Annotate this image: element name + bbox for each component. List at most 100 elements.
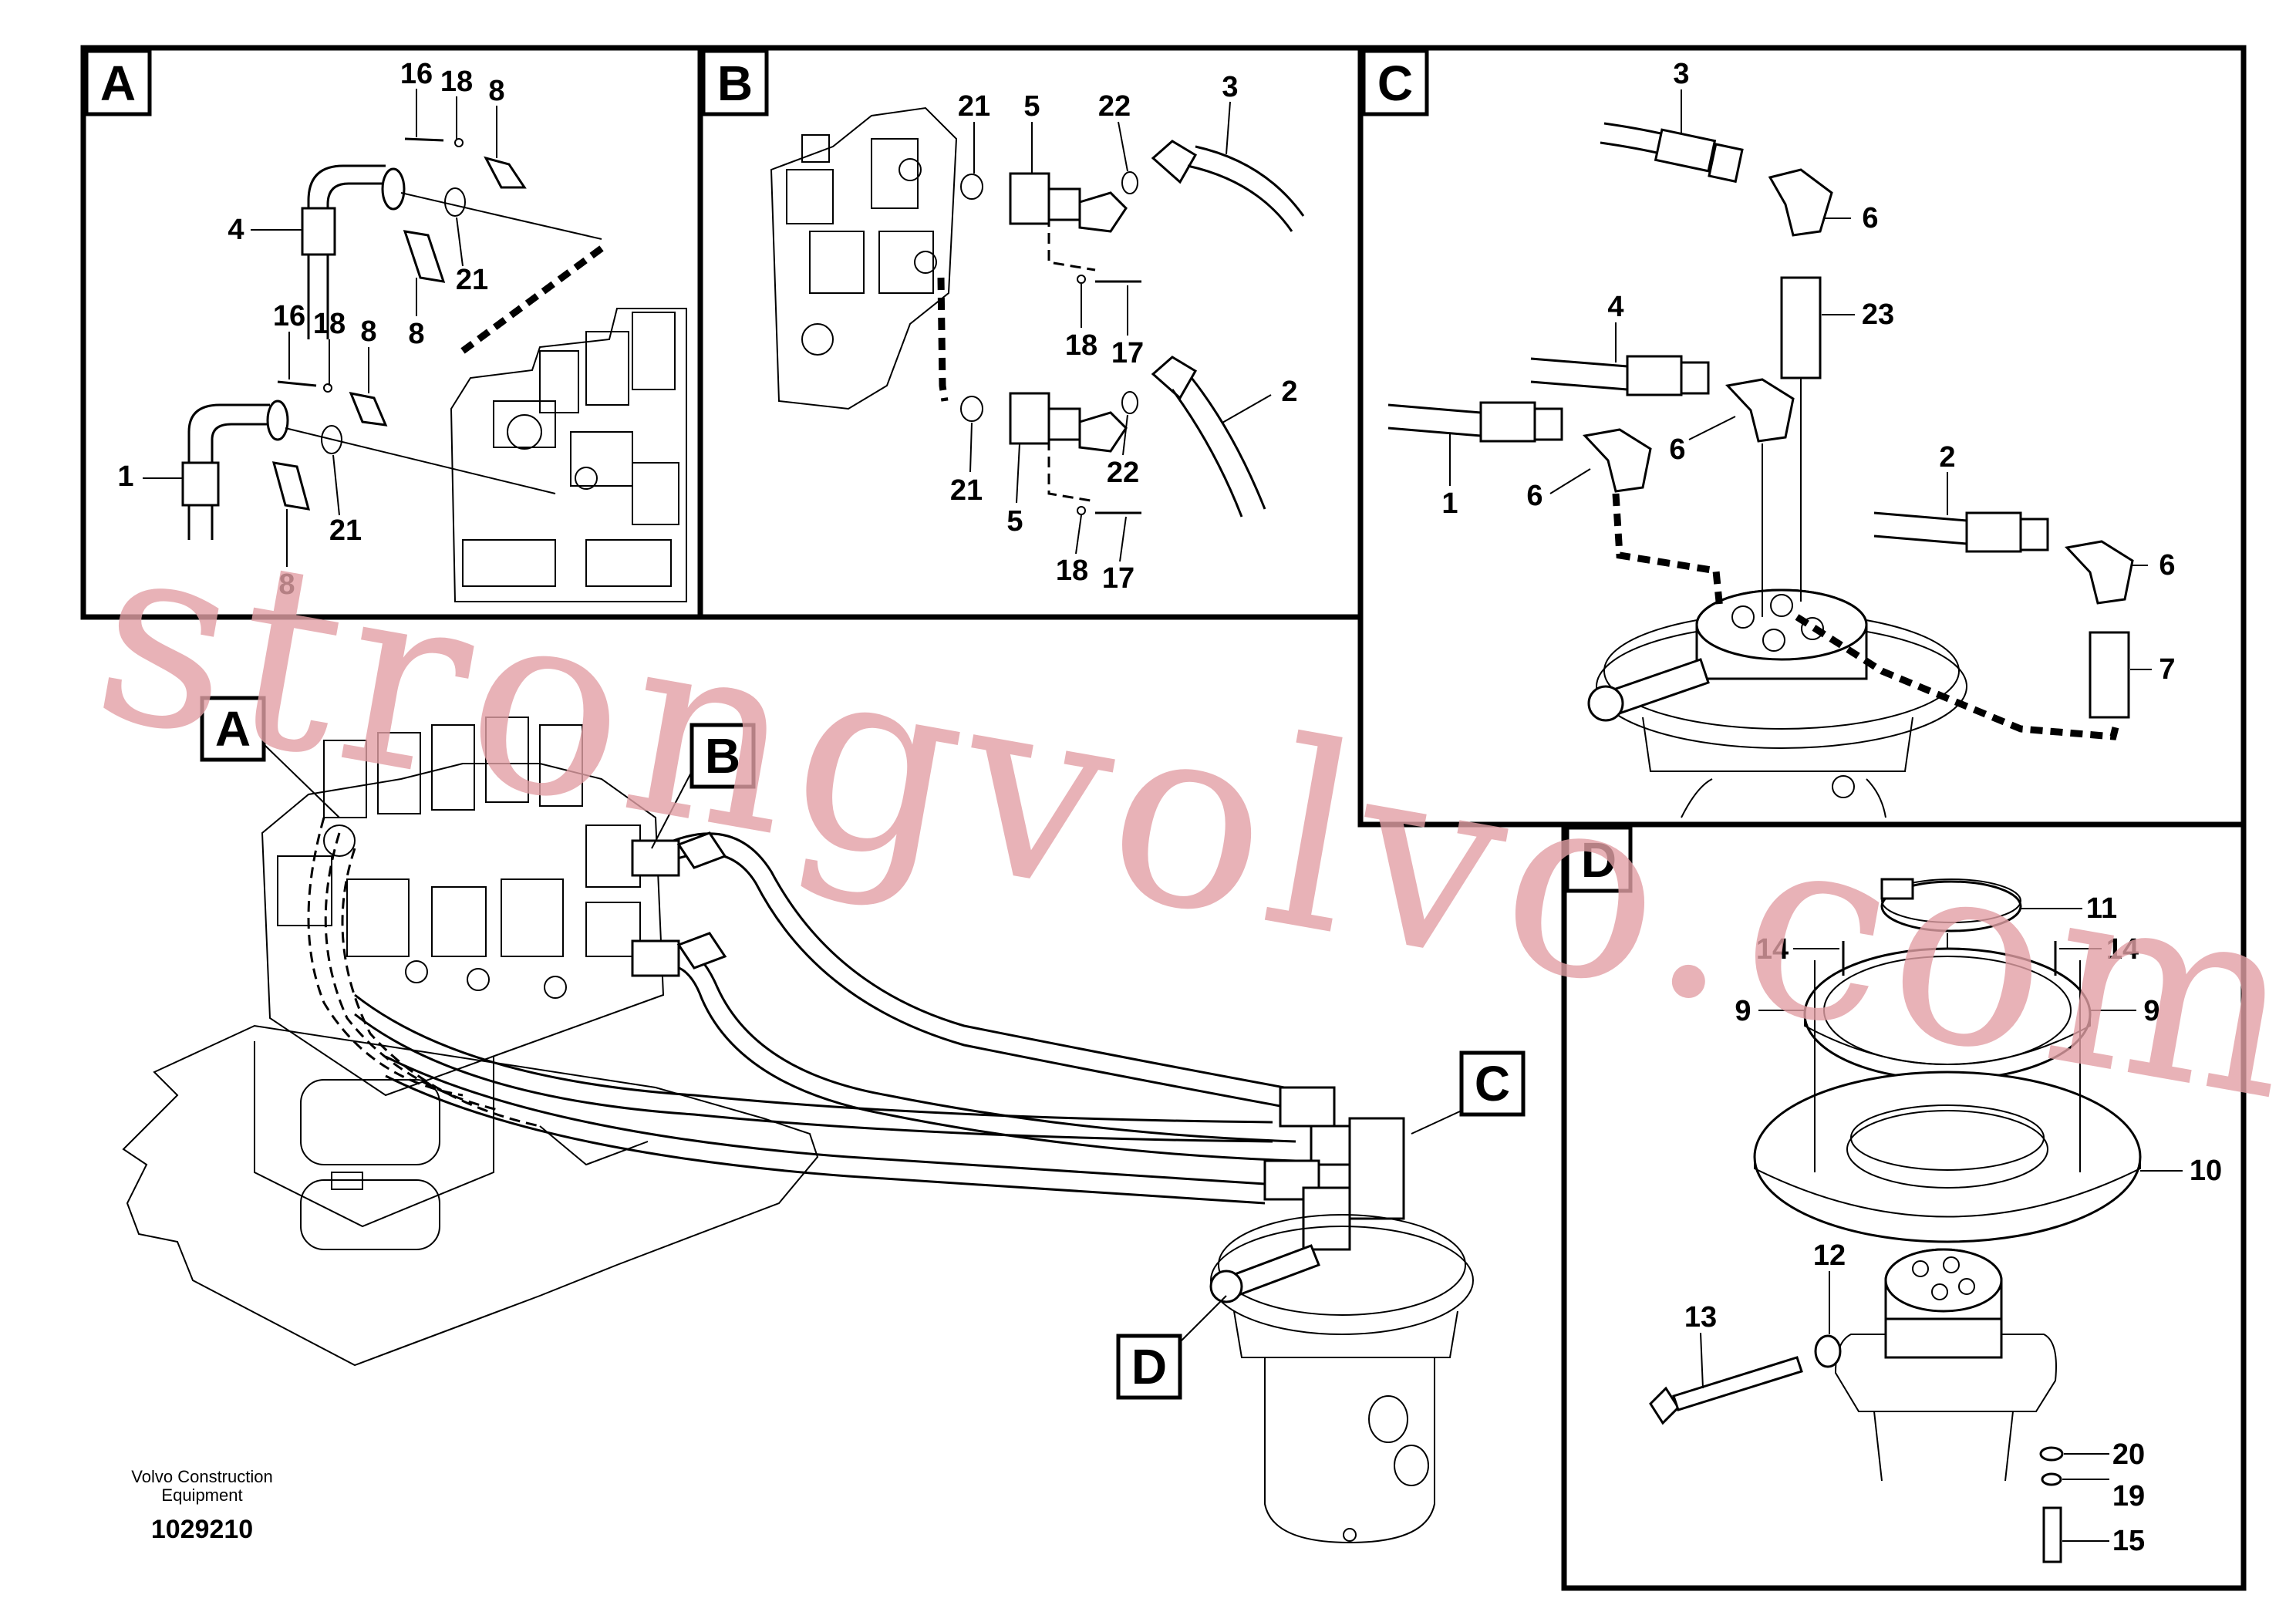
clamp-8-b1 xyxy=(349,391,388,427)
callout-a-8a: 8 xyxy=(488,75,504,107)
panel-b: B xyxy=(697,45,1364,620)
hose-3 xyxy=(1195,145,1305,217)
panel-d: D xyxy=(1561,821,2247,1591)
panel-c-letter: C xyxy=(1377,56,1413,111)
extension-7 xyxy=(2089,631,2130,719)
callout-b-21a: 21 xyxy=(958,90,990,123)
main-tag-b xyxy=(689,723,756,789)
callout-d-9b: 9 xyxy=(2143,995,2159,1027)
panel-d-tag xyxy=(1565,825,1633,893)
hose-2-c xyxy=(1873,511,1967,522)
callout-d-9a: 9 xyxy=(1735,995,1751,1027)
fitting-3 xyxy=(1151,140,1198,184)
callout-c-23: 23 xyxy=(1862,298,1894,331)
bolt-16-bottom xyxy=(277,380,317,387)
callout-c-2: 2 xyxy=(1939,441,1955,474)
callout-a-8d: 8 xyxy=(278,568,295,601)
callout-b-22a: 22 xyxy=(1098,90,1131,123)
callout-c-1: 1 xyxy=(1441,487,1458,520)
panel-a-letter: A xyxy=(100,56,136,111)
callout-d-12: 12 xyxy=(1813,1239,1846,1272)
panel-a: A xyxy=(80,45,703,620)
elbow-b-top xyxy=(1078,191,1128,233)
callout-c-4: 4 xyxy=(1607,291,1623,323)
elbow-6-top xyxy=(1768,168,1833,237)
bolt-13 xyxy=(1649,1356,1803,1425)
callout-a-8c: 8 xyxy=(360,315,376,348)
main-assembly: A B C D xyxy=(122,696,1526,1544)
hose-clamp-11 xyxy=(1880,878,2022,932)
callout-b-5a: 5 xyxy=(1023,90,1040,123)
callout-a-18a: 18 xyxy=(440,66,473,98)
main-tag-a xyxy=(200,696,266,762)
clamp-8-b2 xyxy=(271,461,311,511)
flange-1 xyxy=(266,400,289,441)
callout-d-14b: 14 xyxy=(2106,933,2139,966)
dash-link-a-top xyxy=(460,245,604,354)
callout-d-13: 13 xyxy=(1684,1301,1717,1334)
panel-b-tag xyxy=(701,49,769,116)
callout-c-6b: 6 xyxy=(1669,433,1685,466)
base-plate xyxy=(122,1024,819,1367)
callout-b-5b: 5 xyxy=(1006,505,1023,538)
plate-10 xyxy=(1753,1071,2142,1243)
panel-b-frame xyxy=(697,45,1364,620)
footer-company-line1: Volvo Construction xyxy=(131,1467,272,1486)
main-hose-3 xyxy=(354,993,1273,1124)
callout-a-21b: 21 xyxy=(329,514,362,547)
panel-d-letter: D xyxy=(1581,832,1617,888)
clamp-8-mid xyxy=(403,230,446,283)
clamp-8-top xyxy=(484,156,527,189)
washer-20 xyxy=(2039,1446,2064,1462)
callout-a-16b: 16 xyxy=(273,300,305,332)
control-valve-sketch-a xyxy=(450,308,687,602)
panel-b-letter: B xyxy=(717,56,753,111)
dash-link-c-left xyxy=(1612,493,1724,610)
callout-a-4: 4 xyxy=(228,214,244,246)
swivel-joint-d xyxy=(1834,1248,2057,1482)
main-tag-c xyxy=(1459,1050,1526,1117)
dash-link-b xyxy=(937,277,949,402)
flange-5-bottom xyxy=(1009,392,1050,445)
main-hose-2 xyxy=(655,944,1296,1143)
hose-4-c xyxy=(1530,357,1628,368)
flange-4 xyxy=(381,167,406,211)
hose-1-ferrule xyxy=(181,461,220,507)
control-valve-sketch-b xyxy=(770,106,958,410)
callout-c-6d: 6 xyxy=(2159,549,2175,582)
o-ring-22-bottom xyxy=(1121,391,1138,414)
main-tag-d-letter: D xyxy=(1131,1339,1167,1394)
footer-company-line2: Equipment xyxy=(161,1485,242,1505)
o-ring-21-b-bottom xyxy=(960,396,983,422)
callout-a-18b: 18 xyxy=(313,308,346,340)
bolt-16-top xyxy=(404,137,444,142)
o-ring-21-b-top xyxy=(960,174,983,200)
o-ring-21-top xyxy=(444,187,466,217)
hose-1-c xyxy=(1387,403,1482,414)
callout-d-14a: 14 xyxy=(1756,933,1789,966)
callout-c-7: 7 xyxy=(2159,653,2175,686)
elbow-6-left xyxy=(1583,428,1652,493)
elbow-6-mid xyxy=(1725,378,1795,443)
callout-b-18b: 18 xyxy=(1056,555,1088,587)
panel-a-tag xyxy=(84,49,152,116)
callout-d-15: 15 xyxy=(2112,1525,2145,1557)
footer-doc-number: 1029210 xyxy=(151,1515,253,1544)
callout-d-11: 11 xyxy=(2086,892,2117,925)
o-ring-22-top xyxy=(1121,171,1138,194)
callout-c-3: 3 xyxy=(1673,58,1689,90)
main-tag-b-letter: B xyxy=(705,728,740,784)
o-ring-21-bottom xyxy=(321,425,342,454)
elbow-b-bottom xyxy=(1078,411,1128,453)
dash-link-c-right xyxy=(1795,614,2121,740)
callout-a-21a: 21 xyxy=(456,264,488,296)
callout-a-1: 1 xyxy=(117,460,133,493)
hose-4-ferrule xyxy=(301,207,336,256)
swivel-joint-main xyxy=(1209,1086,1474,1544)
panel-c: C xyxy=(1357,45,2247,828)
flange-5-top xyxy=(1009,172,1050,225)
elbow-6-right xyxy=(2065,540,2134,605)
callout-c-6c: 6 xyxy=(1526,480,1542,512)
main-tag-d xyxy=(1116,1334,1182,1400)
